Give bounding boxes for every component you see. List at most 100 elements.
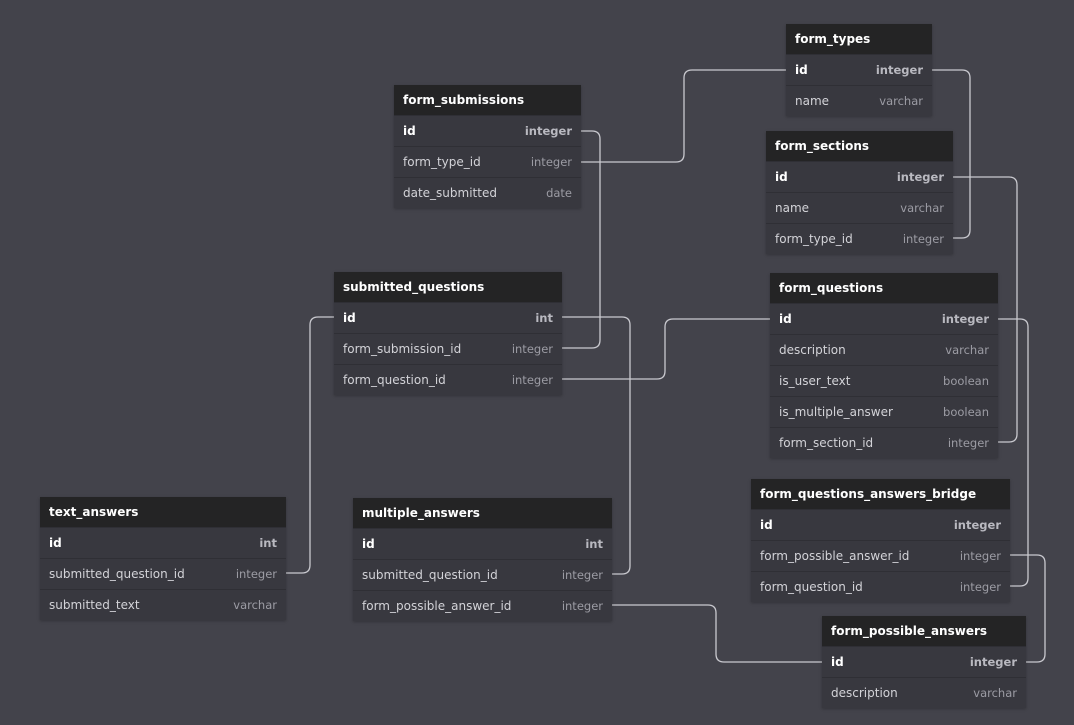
column-name: form_question_id: [760, 580, 863, 594]
column-type: integer: [511, 373, 553, 387]
table-row[interactable]: submitted_text varchar: [40, 589, 286, 620]
table-title: form_possible_answers: [822, 616, 1026, 646]
column-name: description: [779, 343, 846, 357]
table-row[interactable]: description varchar: [770, 334, 998, 365]
table-row[interactable]: form_type_id integer: [394, 146, 581, 177]
table-submitted-questions[interactable]: submitted_questions id int form_submissi…: [334, 272, 562, 395]
column-type: varchar: [879, 94, 923, 108]
column-name: form_possible_answer_id: [362, 599, 512, 613]
column-name: is_multiple_answer: [779, 405, 893, 419]
table-row[interactable]: is_multiple_answer boolean: [770, 396, 998, 427]
column-name: id: [775, 170, 788, 184]
column-name: form_section_id: [779, 436, 874, 450]
column-name: id: [343, 311, 356, 325]
column-type: integer: [953, 518, 1001, 532]
column-name: submitted_question_id: [362, 568, 498, 582]
column-type: varchar: [945, 343, 989, 357]
table-title: text_answers: [40, 497, 286, 527]
column-name: id: [760, 518, 773, 532]
column-name: submitted_text: [49, 598, 140, 612]
table-row[interactable]: id int: [353, 528, 612, 559]
table-row[interactable]: form_type_id integer: [766, 223, 953, 254]
column-type: integer: [959, 580, 1001, 594]
table-row[interactable]: submitted_question_id integer: [40, 558, 286, 589]
table-row[interactable]: name varchar: [786, 85, 932, 116]
table-form-questions[interactable]: form_questions id integer description va…: [770, 273, 998, 458]
column-type: integer: [875, 63, 923, 77]
table-row[interactable]: description varchar: [822, 677, 1026, 708]
column-name: date_submitted: [403, 186, 497, 200]
column-type: varchar: [900, 201, 944, 215]
column-name: description: [831, 686, 898, 700]
column-type: boolean: [943, 374, 989, 388]
column-name: name: [775, 201, 810, 215]
column-name: id: [795, 63, 808, 77]
column-type: varchar: [973, 686, 1017, 700]
column-name: id: [779, 312, 792, 326]
table-title: form_types: [786, 24, 932, 54]
table-row[interactable]: form_question_id integer: [751, 571, 1010, 602]
column-name: form_type_id: [775, 232, 853, 246]
table-form-questions-answers-bridge[interactable]: form_questions_answers_bridge id integer…: [751, 479, 1010, 602]
column-name: form_question_id: [343, 373, 446, 387]
table-row[interactable]: id int: [40, 527, 286, 558]
column-type: integer: [561, 568, 603, 582]
table-row[interactable]: id integer: [786, 54, 932, 85]
table-text-answers[interactable]: text_answers id int submitted_question_i…: [40, 497, 286, 620]
column-type: int: [535, 311, 553, 325]
column-name: form_submission_id: [343, 342, 462, 356]
column-type: integer: [959, 549, 1001, 563]
column-type: integer: [902, 232, 944, 246]
table-row[interactable]: name varchar: [766, 192, 953, 223]
table-row[interactable]: form_possible_answer_id integer: [751, 540, 1010, 571]
column-type: integer: [896, 170, 944, 184]
relationship-line: [562, 318, 770, 380]
column-type: integer: [235, 567, 277, 581]
column-type: int: [585, 537, 603, 551]
column-name: id: [831, 655, 844, 669]
column-name: name: [795, 94, 830, 108]
column-type: integer: [511, 342, 553, 356]
relationship-line: [286, 316, 334, 574]
table-title: form_submissions: [394, 85, 581, 115]
table-title: form_sections: [766, 131, 953, 161]
column-name: form_type_id: [403, 155, 481, 169]
table-row[interactable]: form_question_id integer: [334, 364, 562, 395]
table-row[interactable]: id int: [334, 302, 562, 333]
table-form-submissions[interactable]: form_submissions id integer form_type_id…: [394, 85, 581, 208]
table-row[interactable]: id integer: [394, 115, 581, 146]
column-type: varchar: [233, 598, 277, 612]
relationship-line: [581, 69, 786, 163]
table-title: form_questions_answers_bridge: [751, 479, 1010, 509]
table-title: multiple_answers: [353, 498, 612, 528]
table-row[interactable]: date_submitted date: [394, 177, 581, 208]
column-name: submitted_question_id: [49, 567, 185, 581]
table-form-types[interactable]: form_types id integer name varchar: [786, 24, 932, 116]
table-row[interactable]: is_user_text boolean: [770, 365, 998, 396]
column-name: form_possible_answer_id: [760, 549, 910, 563]
table-row[interactable]: form_section_id integer: [770, 427, 998, 458]
table-title: submitted_questions: [334, 272, 562, 302]
table-row[interactable]: submitted_question_id integer: [353, 559, 612, 590]
table-row[interactable]: form_submission_id integer: [334, 333, 562, 364]
table-row[interactable]: id integer: [822, 646, 1026, 677]
column-type: integer: [524, 124, 572, 138]
table-row[interactable]: id integer: [751, 509, 1010, 540]
column-type: int: [259, 536, 277, 550]
column-name: id: [362, 537, 375, 551]
column-type: integer: [969, 655, 1017, 669]
column-type: integer: [561, 599, 603, 613]
table-row[interactable]: form_possible_answer_id integer: [353, 590, 612, 621]
column-type: boolean: [943, 405, 989, 419]
table-title: form_questions: [770, 273, 998, 303]
column-type: date: [546, 186, 572, 200]
table-multiple-answers[interactable]: multiple_answers id int submitted_questi…: [353, 498, 612, 621]
table-form-sections[interactable]: form_sections id integer name varchar fo…: [766, 131, 953, 254]
table-row[interactable]: id integer: [766, 161, 953, 192]
column-type: integer: [530, 155, 572, 169]
column-type: integer: [947, 436, 989, 450]
table-form-possible-answers[interactable]: form_possible_answers id integer descrip…: [822, 616, 1026, 708]
table-row[interactable]: id integer: [770, 303, 998, 334]
column-name: id: [403, 124, 416, 138]
column-name: is_user_text: [779, 374, 851, 388]
